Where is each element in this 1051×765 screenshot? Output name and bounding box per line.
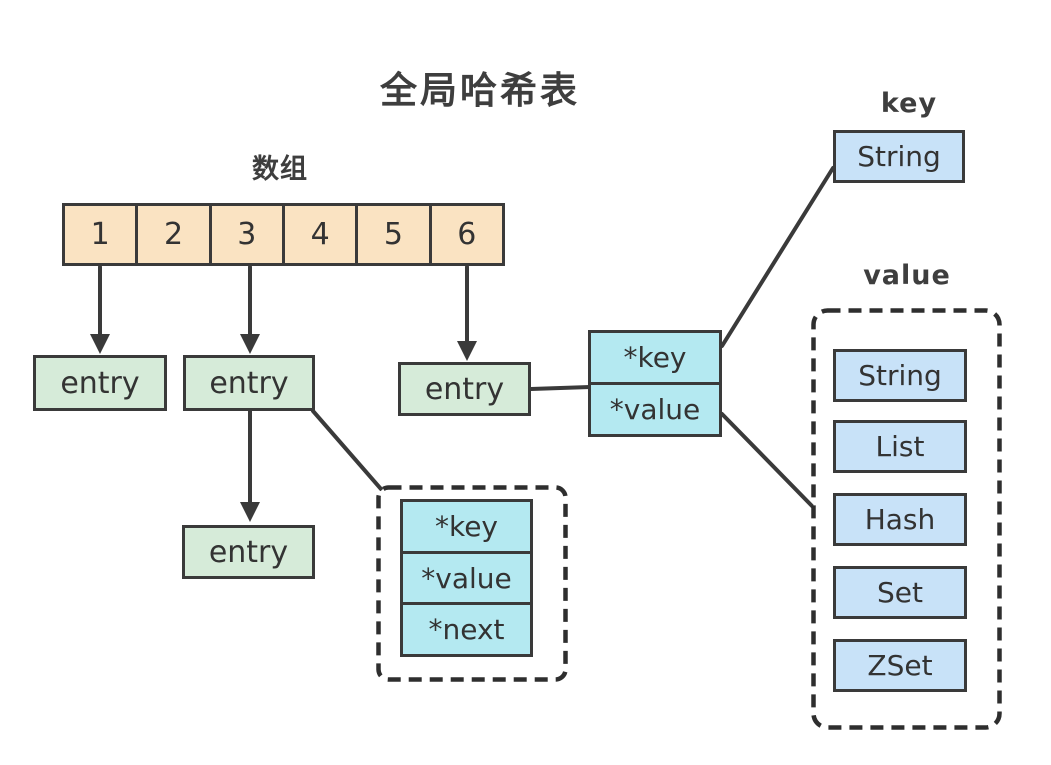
value-type-zset: ZSet	[833, 639, 967, 692]
entry-box-3: entry	[398, 362, 531, 416]
line-entry2-to-chain-struct	[311, 409, 383, 491]
entry-struct: *key *value	[588, 330, 722, 437]
value-type-hash: Hash	[833, 493, 967, 546]
arrowhead-entry2	[240, 502, 260, 522]
array-slot-1: 1	[65, 206, 136, 263]
key-label: key	[880, 88, 938, 119]
array-label: 数组	[252, 154, 308, 185]
entry-struct-key-cell: *key	[591, 333, 719, 382]
entry-box-1: entry	[33, 355, 167, 411]
array-slot-6: 6	[428, 206, 502, 263]
arrowhead-slot3	[240, 334, 260, 354]
chain-struct-value-cell: *value	[403, 550, 530, 603]
array-slot-4: 4	[281, 206, 356, 263]
hash-array: 1 2 3 4 5 6	[62, 203, 505, 266]
value-type-list: List	[833, 420, 967, 473]
value-type-set: Set	[833, 566, 967, 619]
chain-struct-key-cell: *key	[403, 502, 530, 551]
value-type-string: String	[833, 349, 967, 402]
chain-entry-struct: *key *value *next	[400, 499, 533, 657]
diagram-title: 全局哈希表	[380, 69, 580, 112]
array-slot-2: 2	[135, 206, 209, 263]
arrowhead-slot6	[457, 341, 477, 361]
array-slot-5: 5	[355, 206, 429, 263]
chain-struct-next-cell: *next	[403, 602, 530, 655]
arrowhead-slot1	[90, 334, 110, 354]
line-entry3-to-struct	[529, 385, 592, 391]
line-key-to-string	[720, 166, 835, 348]
entry-box-2: entry	[183, 355, 315, 411]
entry-struct-value-cell: *value	[591, 382, 719, 434]
array-slot-3: 3	[208, 206, 282, 263]
key-type-box: String	[833, 130, 965, 183]
line-value-to-types	[720, 412, 814, 508]
entry-box-4: entry	[182, 525, 315, 579]
value-label: value	[863, 260, 951, 291]
